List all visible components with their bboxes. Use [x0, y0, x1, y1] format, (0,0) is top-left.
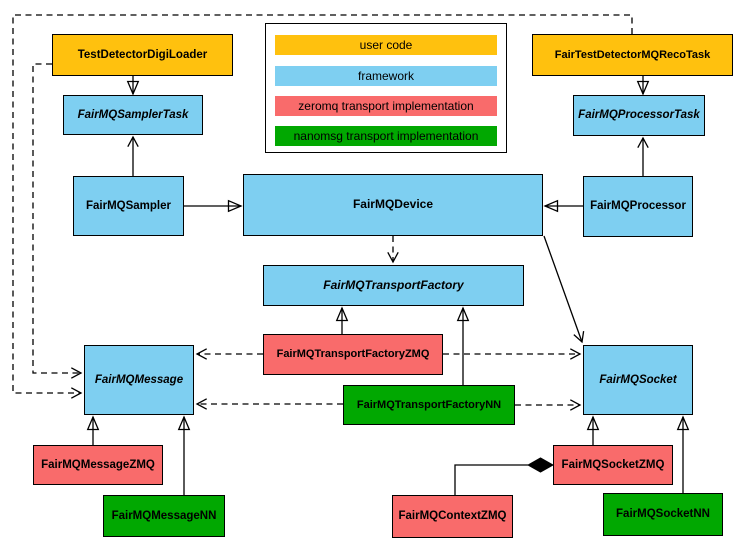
- legend-item-framework: framework: [275, 66, 497, 86]
- node-fairmq-transport-factory-zmq: FairMQTransportFactoryZMQ: [263, 334, 443, 375]
- node-fairmq-transport-factory-nn: FairMQTransportFactoryNN: [343, 385, 515, 425]
- legend-label: zeromq transport implementation: [298, 99, 474, 113]
- legend-item-user-code: user code: [275, 35, 497, 55]
- legend-label: framework: [357, 69, 414, 83]
- legend-label: nanomsg transport implementation: [293, 129, 479, 143]
- node-fairmq-processor: FairMQProcessor: [583, 176, 693, 237]
- node-fairmq-context-zmq: FairMQContextZMQ: [392, 495, 513, 538]
- legend-label: user code: [359, 38, 413, 52]
- node-fairmq-transport-factory: FairMQTransportFactory: [263, 265, 524, 306]
- node-fairmq-message: FairMQMessage: [84, 345, 194, 415]
- edge-device-to-socket-association: [543, 235, 585, 344]
- node-fairmq-socket-nn: FairMQSocketNN: [603, 493, 723, 536]
- node-fairmq-processor-task: FairMQProcessorTask: [573, 95, 705, 136]
- node-fairmq-socket-zmq: FairMQSocketZMQ: [553, 445, 673, 485]
- legend: user code framework zeromq transport imp…: [265, 23, 507, 153]
- node-fairmq-message-zmq: FairMQMessageZMQ: [33, 445, 163, 485]
- node-fairmq-message-nn: FairMQMessageNN: [103, 495, 225, 537]
- node-test-detector-digi-loader: TestDetectorDigiLoader: [52, 34, 233, 76]
- legend-item-zeromq: zeromq transport implementation: [275, 96, 497, 116]
- node-fairmq-sampler-task: FairMQSamplerTask: [63, 95, 203, 135]
- edge-socketzmq-contextzmq-composition: [454, 457, 555, 495]
- node-fair-test-detector-mq-reco-task: FairTestDetectorMQRecoTask: [532, 34, 733, 76]
- node-fairmq-device: FairMQDevice: [243, 174, 543, 236]
- node-fairmq-sampler: FairMQSampler: [73, 176, 184, 236]
- legend-item-nanomsg: nanomsg transport implementation: [275, 126, 497, 146]
- node-fairmq-socket: FairMQSocket: [583, 345, 693, 415]
